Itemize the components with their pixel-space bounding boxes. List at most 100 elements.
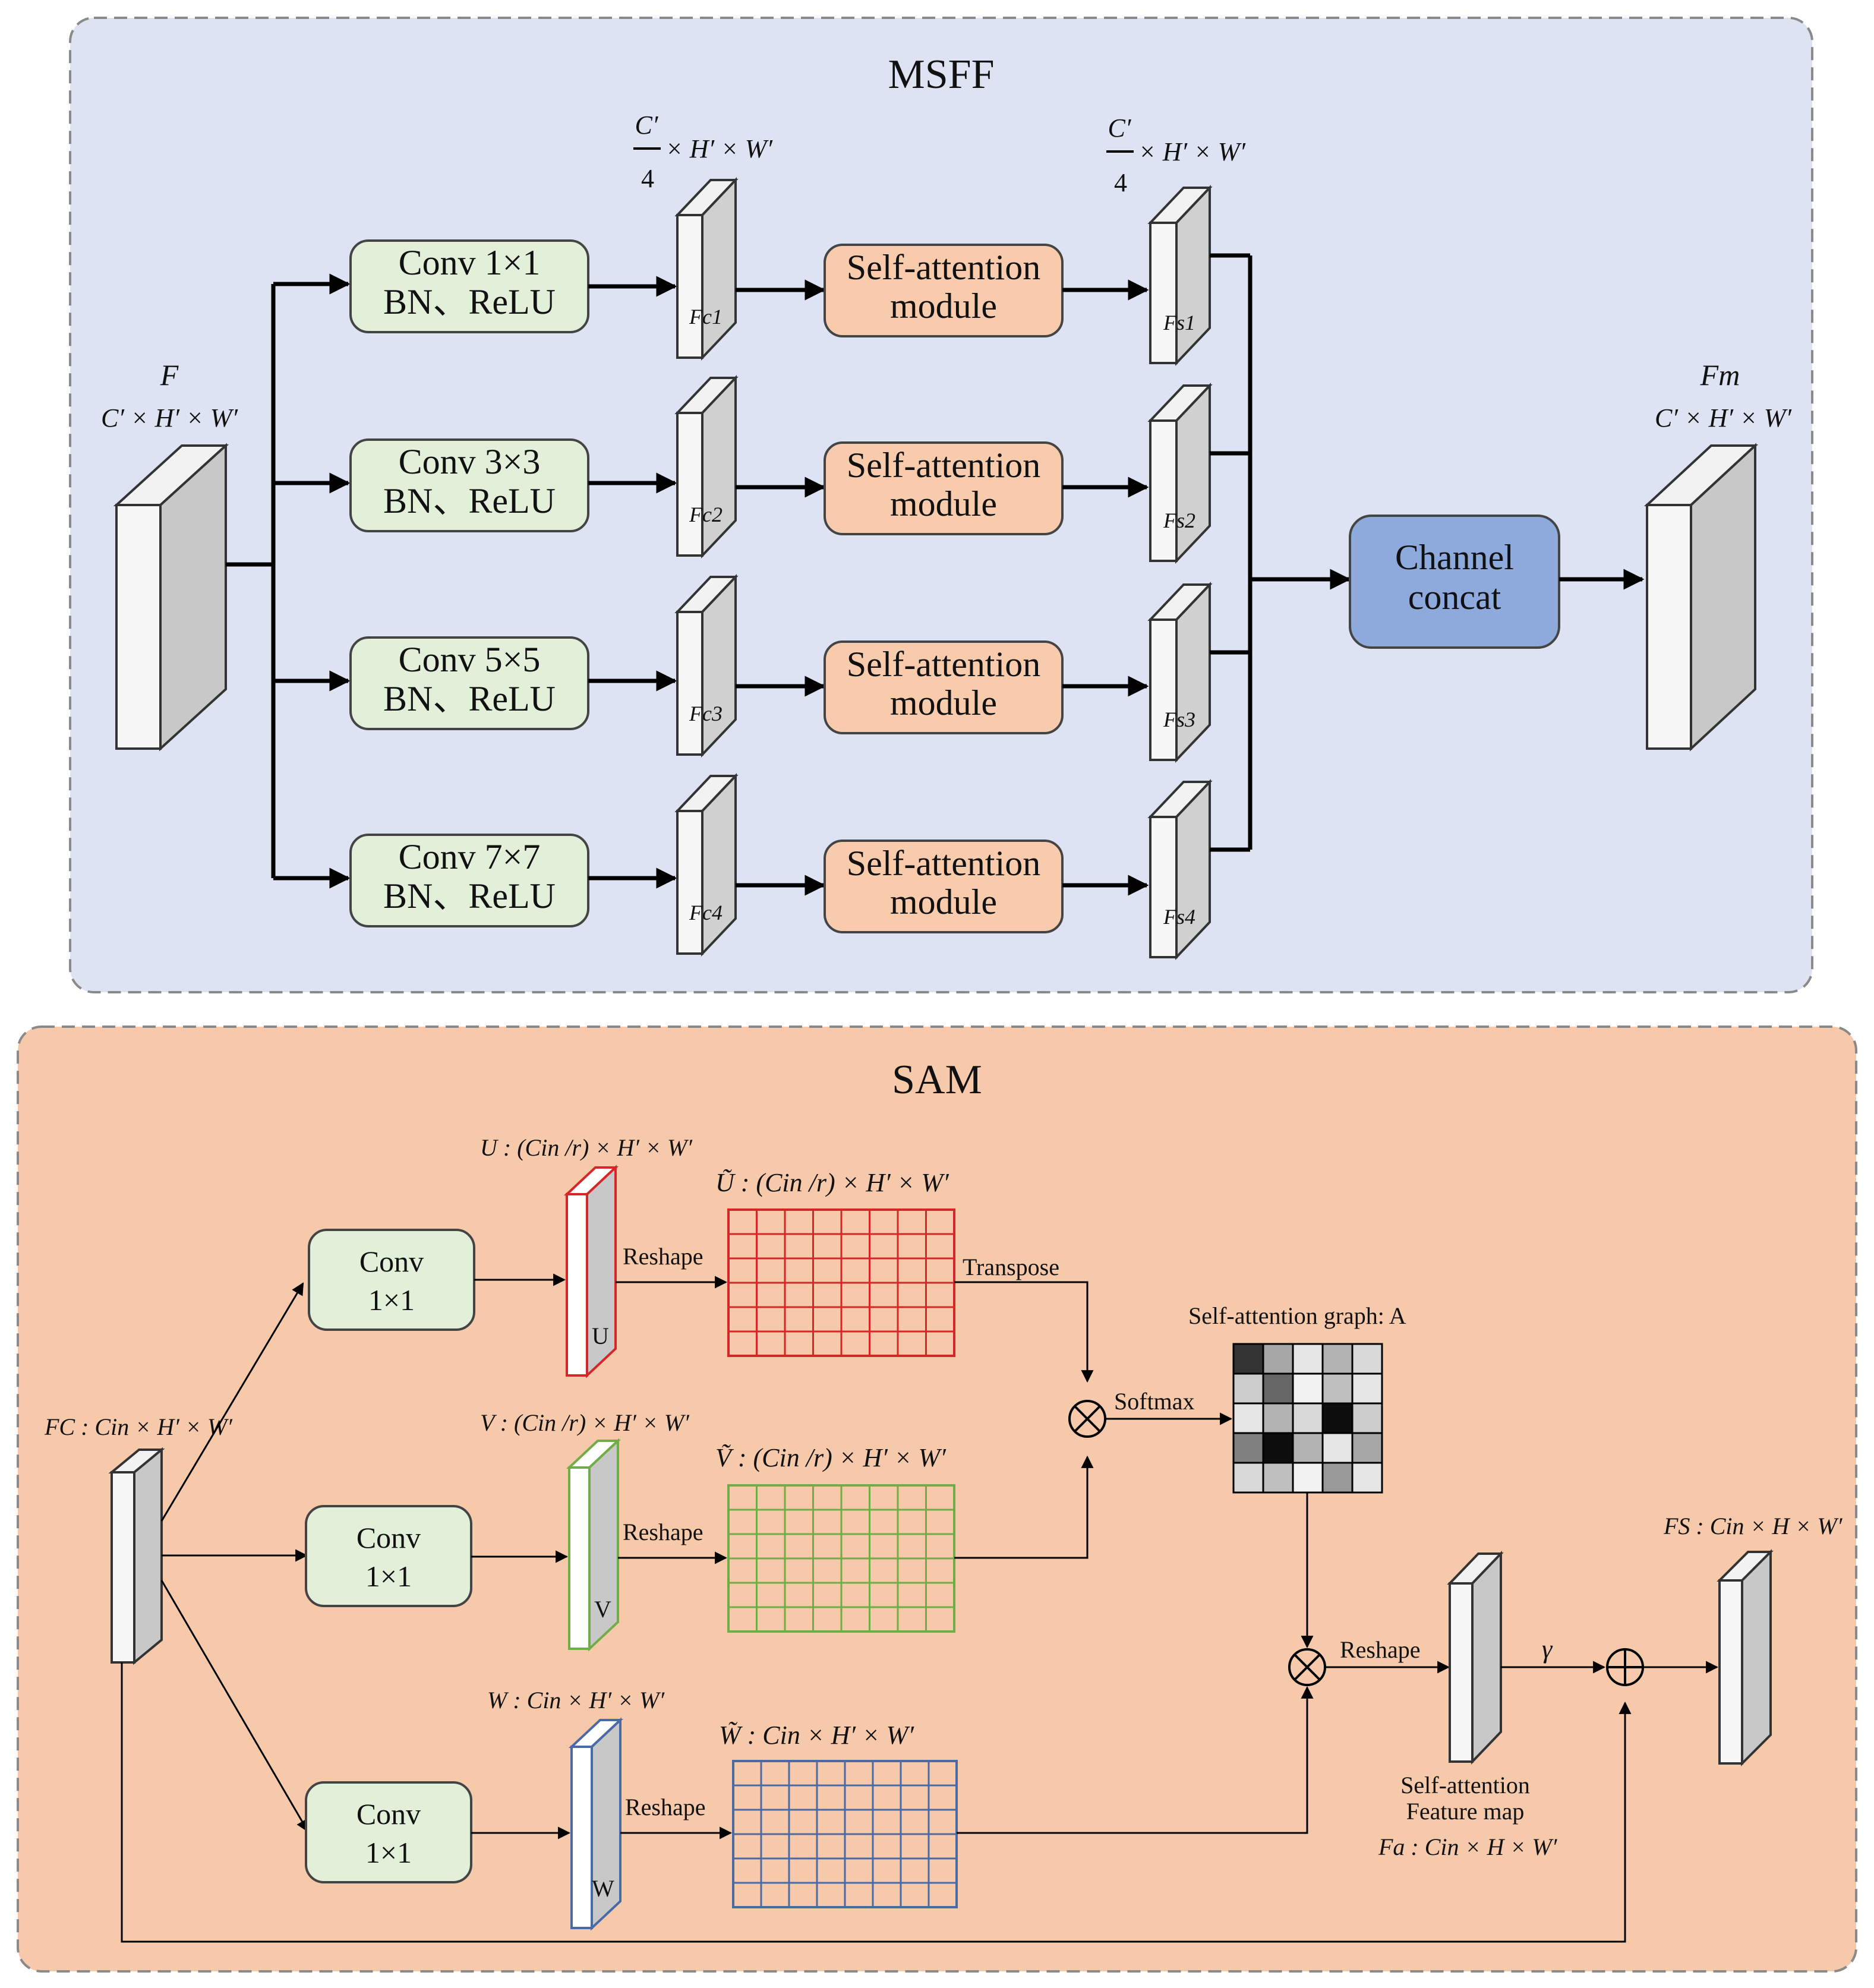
conv-to-map-arrows xyxy=(471,1273,571,1839)
branch-dims-left: C′ 4 × H′ × W′ xyxy=(633,111,773,193)
attn-label: Self-attention xyxy=(847,645,1041,684)
sam-panel: SAM FC : Cin × H′ × W′ Conv 1×1 Conv 1×1… xyxy=(17,1025,1857,1973)
msff-panel: MSFF F C′ × H′ × W′ C′ 4 × H′ × W′ C′ xyxy=(69,17,1813,993)
branch-3: Conv 5×5 BN、ReLU Fc3 Self-attention modu… xyxy=(349,573,1213,763)
u-map-label: U : (Cin /r) × H′ × W′ xyxy=(480,1134,693,1161)
attention-cell xyxy=(1351,1343,1383,1375)
attention-cell xyxy=(1351,1402,1383,1434)
attention-cell xyxy=(1292,1372,1324,1405)
fa-label: Fa : Cin × H × W′ xyxy=(1378,1834,1558,1860)
conv-block xyxy=(349,834,589,927)
sam-output-cuboid xyxy=(1717,1549,1774,1766)
attn-sub-label: module xyxy=(890,286,997,326)
attention-cell xyxy=(1321,1462,1354,1494)
w-tilde-grid xyxy=(732,1760,958,1908)
attention-cell xyxy=(1262,1462,1294,1494)
sam-conv-v-label: Conv xyxy=(356,1521,421,1554)
attention-cell xyxy=(1321,1372,1354,1405)
sam-title: SAM xyxy=(892,1057,982,1103)
attention-cell xyxy=(1351,1462,1383,1494)
sam-input-cuboid xyxy=(108,1447,165,1665)
sam-input-label: FC : Cin × H′ × W′ xyxy=(44,1413,233,1440)
merge-connectors xyxy=(1210,253,1351,852)
fc-cuboid xyxy=(674,772,739,957)
attention-cell xyxy=(1232,1402,1264,1434)
u-letter: U xyxy=(592,1323,609,1349)
softmax-label: Softmax xyxy=(1114,1388,1195,1415)
conv-label: Conv 3×3 xyxy=(399,442,541,481)
conv-label: Conv 1×1 xyxy=(399,243,541,282)
reshape-label-attn: Reshape xyxy=(1340,1636,1421,1663)
fc-label: Fc2 xyxy=(689,503,723,526)
attn-sub-label: module xyxy=(890,484,997,523)
attn-sub-label: module xyxy=(890,683,997,722)
branch-dims-rest-right: × H′ × W′ xyxy=(1138,137,1246,166)
attention-cell xyxy=(1232,1462,1264,1494)
w-map-cuboid xyxy=(568,1717,624,1931)
output-dims: C′ × H′ × W′ xyxy=(1655,403,1792,433)
branch-dims-numerator: C′ xyxy=(635,111,659,140)
u-tilde-grid xyxy=(727,1208,955,1357)
branch-dims-denominator: 4 xyxy=(641,164,654,193)
conv-block xyxy=(349,438,589,532)
fc-label: Fc4 xyxy=(689,901,723,924)
fs-cuboid xyxy=(1147,382,1213,564)
w-to-multiply-arrow xyxy=(957,1686,1314,1834)
input-name: F xyxy=(160,358,179,392)
conv-label: Conv 7×7 xyxy=(399,837,541,876)
attention-cell xyxy=(1262,1372,1294,1405)
msff-title: MSFF xyxy=(888,52,994,97)
conv-sub-label: BN、ReLU xyxy=(383,481,556,520)
sam-input-connectors xyxy=(121,1282,1632,1943)
attn-label: Self-attention xyxy=(847,844,1041,883)
attention-cell xyxy=(1292,1343,1324,1375)
add-icon xyxy=(1606,1648,1644,1686)
w-map-label: W : Cin × H′ × W′ xyxy=(487,1687,665,1714)
transpose-label: Transpose xyxy=(963,1254,1059,1280)
fs-label: Fs3 xyxy=(1163,708,1195,731)
conv-sub-label: BN、ReLU xyxy=(383,282,556,321)
branch-2: Conv 3×3 BN、ReLU Fc2 Self-attention modu… xyxy=(349,374,1213,564)
feature-map-label: Self-attention xyxy=(1400,1772,1530,1798)
fc-cuboid xyxy=(674,573,739,758)
attention-cell xyxy=(1321,1402,1354,1434)
reshape-label-w: Reshape xyxy=(625,1794,706,1820)
attention-cell xyxy=(1232,1343,1264,1375)
channel-concat-block xyxy=(1349,515,1560,649)
attn-label: Self-attention xyxy=(847,248,1041,287)
output-feature-cuboid xyxy=(1643,443,1759,752)
attention-cell xyxy=(1292,1432,1324,1464)
output-name: Fm xyxy=(1700,358,1740,392)
conv-sub-label: BN、ReLU xyxy=(383,876,556,916)
u-tilde-label: Ũ : (Cin /r) × H′ × W′ xyxy=(715,1168,949,1197)
sam-conv-w-label: Conv xyxy=(356,1797,421,1831)
branch-dims-numerator-right: C′ xyxy=(1108,113,1132,143)
branch-1: Conv 1×1 BN、ReLU Fc1 Self-attention modu… xyxy=(349,176,1213,367)
fc-cuboid xyxy=(674,374,739,559)
fs-label: Fs4 xyxy=(1163,905,1195,929)
branch-dims-rest: × H′ × W′ xyxy=(665,134,773,163)
sam-output-label: FS : Cin × H × W′ xyxy=(1663,1513,1843,1539)
concat-sub-label: concat xyxy=(1408,578,1501,617)
input-split-connectors xyxy=(226,273,351,889)
attention-cell xyxy=(1351,1372,1383,1405)
v-map-label: V : (Cin /r) × H′ × W′ xyxy=(480,1409,690,1436)
attention-cell xyxy=(1262,1402,1294,1434)
reshape-label-u: Reshape xyxy=(623,1243,703,1270)
gamma-label: γ xyxy=(1542,1634,1553,1664)
branch-4: Conv 7×7 BN、ReLU Fc4 Self-attention modu… xyxy=(349,772,1213,961)
v-map-cuboid xyxy=(566,1438,621,1652)
attn-sub-label: module xyxy=(890,882,997,922)
input-dims: C′ × H′ × W′ xyxy=(101,403,238,433)
attention-graph xyxy=(1232,1343,1383,1494)
fc-label: Fc3 xyxy=(689,702,723,725)
sam-conv-u-label: Conv xyxy=(359,1245,424,1278)
conv-block xyxy=(349,636,589,730)
attention-cell xyxy=(1232,1432,1264,1464)
attn-label: Self-attention xyxy=(847,446,1041,485)
fc-label: Fc1 xyxy=(689,305,723,329)
fs-label: Fs1 xyxy=(1163,311,1195,335)
v-tilde-label: Ṽ : (Cin /r) × H′ × W′ xyxy=(715,1443,947,1472)
feature-map-sub-label: Feature map xyxy=(1406,1798,1525,1825)
